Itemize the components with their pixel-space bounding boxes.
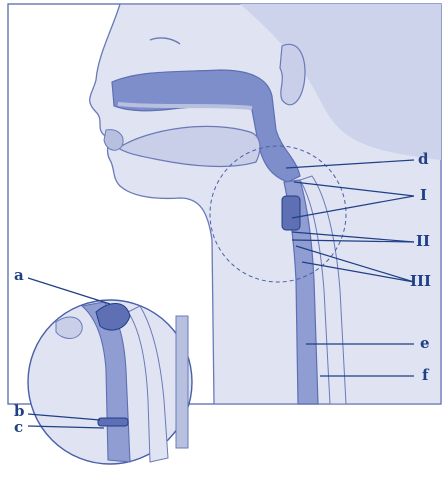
label-e: e	[420, 336, 430, 351]
label-III: III	[410, 274, 431, 289]
label-b: b	[14, 404, 25, 419]
label-a: a	[14, 268, 24, 283]
inset-spine	[176, 316, 188, 448]
label-I: I	[420, 188, 427, 203]
label-II: II	[416, 234, 430, 249]
inset-magnified-view	[28, 300, 192, 464]
label-c: c	[14, 420, 23, 435]
label-f: f	[422, 368, 428, 383]
label-d: d	[418, 152, 429, 167]
larynx	[282, 196, 300, 230]
inset-vocal-folds	[98, 418, 128, 426]
inset-tongue-base	[56, 317, 82, 339]
